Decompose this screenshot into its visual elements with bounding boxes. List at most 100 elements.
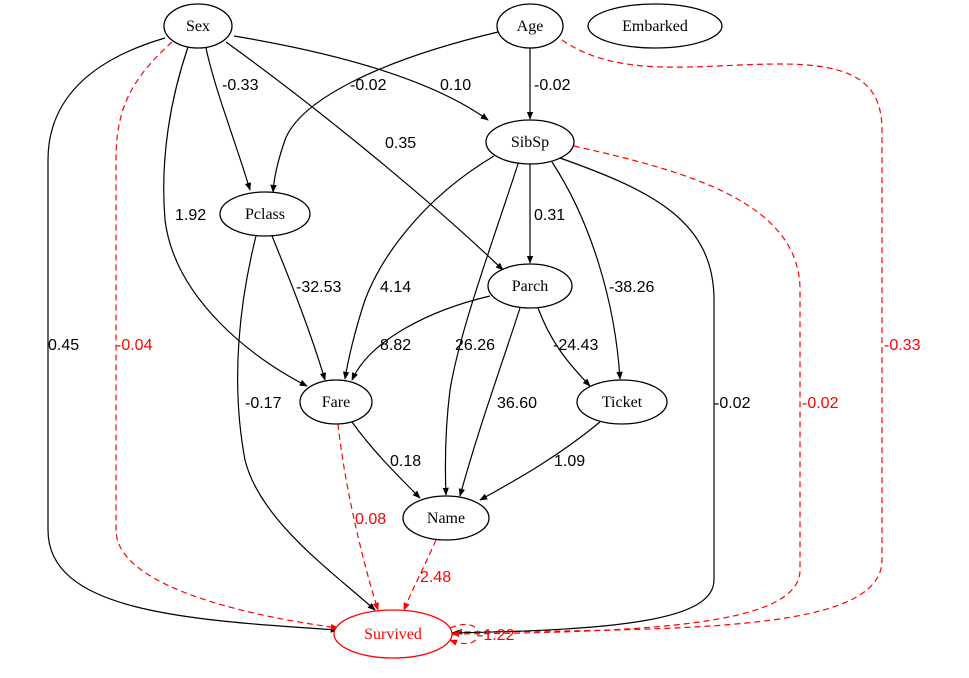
- edge-label: 0.10: [440, 77, 471, 94]
- edge-line: [351, 295, 491, 381]
- node-label: Pclass: [245, 206, 285, 223]
- edge-label: 0.31: [534, 207, 565, 224]
- edge-label: -38.26: [609, 279, 654, 296]
- node-label: SibSp: [511, 134, 549, 151]
- node-label: Fare: [322, 394, 350, 411]
- node-ellipse: [576, 379, 668, 425]
- node-label: Embarked: [622, 18, 688, 35]
- edge-line: [337, 423, 379, 611]
- node-fare: Fare: [299, 379, 373, 425]
- edge-label: -0.33: [222, 77, 259, 94]
- node-ellipse: [485, 119, 575, 165]
- edge-label: 36.60: [497, 395, 537, 412]
- edge-name-survived-d: 2.48: [403, 539, 451, 611]
- edge-fare-name: 0.18: [351, 421, 421, 499]
- node-survived: Survived: [333, 609, 453, 659]
- edge-sex-pclass: -0.33: [205, 47, 259, 191]
- edge-age-survived-d: -0.33: [454, 39, 921, 636]
- edge-line: [451, 157, 715, 637]
- edge-line: [479, 421, 601, 501]
- node-label: Ticket: [602, 394, 643, 411]
- node-label: Survived: [364, 626, 422, 643]
- edge-line: [451, 145, 801, 638]
- node-ellipse: [333, 609, 453, 659]
- edge-age-sibsp: -0.02: [526, 48, 571, 120]
- edge-label: -32.53: [296, 279, 341, 296]
- edge-label: -0.17: [245, 395, 282, 412]
- edge-label: 1.09: [554, 453, 585, 470]
- edge-line: [205, 47, 251, 191]
- edge-label: -0.04: [116, 337, 153, 354]
- edge-pclass-fare: -32.53: [271, 235, 341, 381]
- edge-label: 8.82: [380, 337, 411, 354]
- node-embarked: Embarked: [587, 3, 723, 49]
- node-ellipse: [402, 495, 490, 541]
- edge-sibsp-parch: 0.31: [526, 164, 565, 264]
- edge-line: [537, 307, 591, 387]
- node-ellipse: [299, 379, 373, 425]
- edge-line: [225, 41, 504, 271]
- node-ellipse: [163, 3, 233, 49]
- edge-sex-survived-d: -0.04: [115, 41, 339, 631]
- node-label: Sex: [186, 18, 210, 35]
- edge-sex-parch: 0.35: [225, 41, 504, 271]
- node-name: Name: [402, 495, 490, 541]
- edge-label: -0.02: [714, 395, 751, 412]
- edge-sibsp-name: 26.26: [442, 163, 519, 496]
- edge-ticket-name: 1.09: [479, 421, 601, 501]
- edge-survived-self-d: -1.22: [449, 623, 515, 646]
- node-ellipse: [587, 3, 723, 49]
- edge-line: [551, 161, 623, 380]
- node-label: Age: [517, 18, 544, 35]
- edge-parch-name: 36.60: [458, 307, 537, 497]
- edge-line: [458, 307, 521, 497]
- edge-sibsp-fare: 4.14: [342, 155, 495, 380]
- edge-line: [233, 35, 489, 121]
- edge-sibsp-survived: -0.02: [451, 157, 751, 637]
- edge-line: [351, 421, 421, 499]
- edge-label: -0.02: [802, 395, 839, 412]
- edge-sex-sibsp: 0.10: [233, 35, 489, 121]
- node-sibsp: SibSp: [485, 119, 575, 165]
- edge-line: [271, 235, 326, 381]
- edge-sibsp-survived-d: -0.02: [451, 145, 839, 638]
- edge-parch-ticket: -24.43: [537, 307, 598, 387]
- edge-label: 1.92: [175, 207, 206, 224]
- node-ellipse: [487, 263, 573, 309]
- edge-label: 4.14: [380, 279, 411, 296]
- edge-label: -0.02: [534, 77, 571, 94]
- node-age: Age: [496, 3, 564, 49]
- node-sex: Sex: [163, 3, 233, 49]
- edge-line: [342, 155, 495, 380]
- edge-age-pclass: -0.02: [270, 31, 499, 193]
- edge-line: [449, 623, 479, 646]
- edge-label: 0.45: [48, 337, 79, 354]
- node-ellipse: [219, 191, 311, 237]
- edge-label: -0.02: [350, 77, 387, 94]
- node-ellipse: [496, 3, 564, 49]
- edge-sex-survived: 0.45: [47, 37, 339, 633]
- edge-sex-fare: 1.92: [163, 46, 308, 387]
- edge-label: 0.18: [390, 453, 421, 470]
- edge-label: 26.26: [455, 337, 495, 354]
- node-label: Parch: [512, 278, 548, 295]
- edge-line: [237, 235, 376, 611]
- edge-pclass-survived: -0.17: [237, 235, 376, 611]
- edge-label: -24.43: [553, 337, 598, 354]
- edge-label: 2.48: [420, 569, 451, 586]
- edge-fare-survived-d: 0.08: [337, 423, 386, 611]
- edge-label: -1.22: [478, 627, 515, 644]
- node-ticket: Ticket: [576, 379, 668, 425]
- edge-line: [163, 46, 308, 387]
- edge-line: [403, 539, 437, 611]
- edge-line: [47, 37, 339, 633]
- edge-parch-fare: 8.82: [351, 295, 491, 381]
- edge-label: 0.35: [385, 135, 416, 152]
- edge-line: [270, 31, 499, 193]
- edge-sibsp-ticket: -38.26: [551, 161, 654, 380]
- node-parch: Parch: [487, 263, 573, 309]
- edge-line: [442, 163, 519, 496]
- edge-line: [115, 41, 339, 631]
